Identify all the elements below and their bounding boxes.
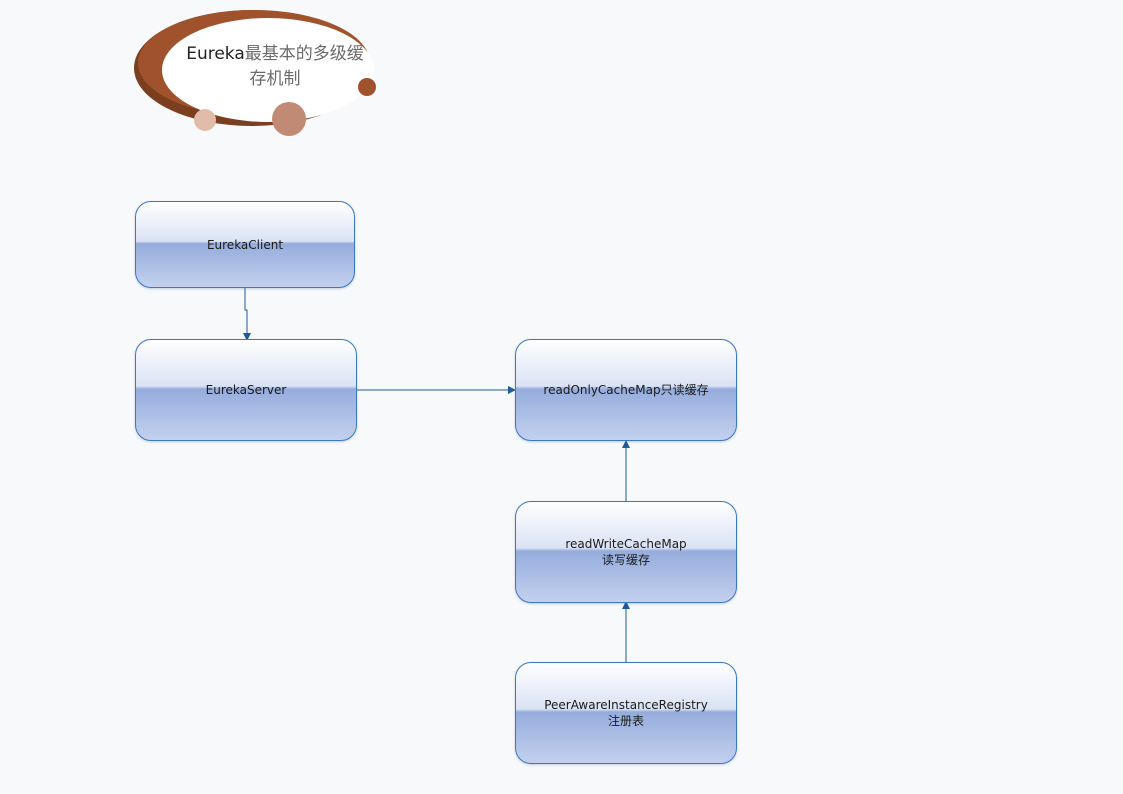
node-peer-aware-instance-registry[interactable]: PeerAwareInstanceRegistry 注册表 <box>515 662 737 764</box>
node-read-only-cache-map-label: readOnlyCacheMap只读缓存 <box>543 383 709 397</box>
title-badge <box>134 10 376 136</box>
node-eureka-client-label: EurekaClient <box>206 237 284 252</box>
diagram-title-brand: Eureka <box>186 44 245 64</box>
edge-client-to-server <box>243 288 251 341</box>
node-peer-aware-instance-registry-label: PeerAwareInstanceRegistry <box>544 698 708 712</box>
node-peer-aware-instance-registry-sublabel: 注册表 <box>607 714 644 728</box>
node-eureka-server-label: EurekaServer <box>205 383 287 397</box>
diagram-title-rest: 最基本的多级缓存机制 <box>244 44 364 89</box>
title-badge-bubble-large <box>272 102 306 136</box>
node-read-write-cache-map[interactable]: readWriteCacheMap 读写缓存 <box>515 501 737 603</box>
node-eureka-server[interactable]: EurekaServer <box>135 339 357 441</box>
node-read-write-cache-map-label: readWriteCacheMap <box>565 537 687 551</box>
node-eureka-client[interactable]: EurekaClient <box>135 201 355 288</box>
title-badge-bubble-small <box>194 109 216 131</box>
node-read-only-cache-map[interactable]: readOnlyCacheMap只读缓存 <box>515 339 737 441</box>
diagram-title: Eureka最基本的多级缓存机制 <box>180 42 370 92</box>
node-read-write-cache-map-sublabel: 读写缓存 <box>601 553 650 567</box>
title-badge-bubble-accent <box>358 78 376 96</box>
title-badge-face <box>162 18 374 122</box>
